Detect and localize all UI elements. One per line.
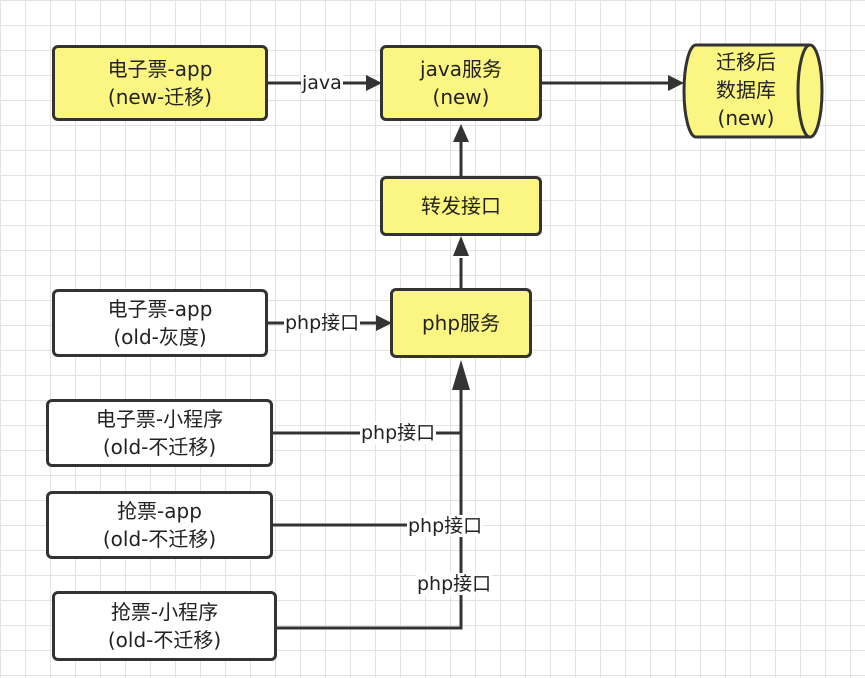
node-ticket-miniprogram-line1: 电子票-小程序 [95,407,224,431]
node-forward-api[interactable]: 转发接口 [380,176,542,236]
node-forward-api-line1: 转发接口 [421,194,501,218]
node-grab-app-line2: (old-不迁移) [102,527,217,551]
node-grab-miniprogram[interactable]: 抢票-小程序 (old-不迁移) [52,591,277,661]
edge-label-java: java [301,72,343,94]
arrowhead-trunk [452,360,470,390]
edge-label-grab-app-php: php接口 [407,515,484,537]
node-app-old[interactable]: 电子票-app (old-灰度) [52,289,268,357]
edge-label-miniprogram-php: php接口 [360,422,437,444]
arrowhead-php-service [376,315,392,331]
node-grab-miniprogram-line2: (old-不迁移) [107,628,222,652]
node-grab-app[interactable]: 抢票-app (old-不迁移) [46,491,273,559]
node-grab-app-line1: 抢票-app [117,499,202,523]
node-ticket-miniprogram[interactable]: 电子票-小程序 (old-不迁移) [46,399,273,467]
arrowhead-php-to-forward [453,236,469,256]
node-database[interactable]: 迁移后 数据库 (new) [682,48,810,132]
node-java-service-line2: (new) [432,85,490,109]
arrowhead-java [366,75,382,91]
edge-grab-miniprogram-to-php [277,390,463,630]
node-grab-miniprogram-line1: 抢票-小程序 [110,600,219,624]
node-database-line2: 数据库 [716,78,776,102]
arrowhead-forward-to-java [453,124,469,142]
node-app-old-line1: 电子票-app [107,297,213,321]
node-app-new-line1: 电子票-app [107,57,213,81]
node-ticket-miniprogram-line2: (old-不迁移) [102,435,217,459]
node-database-line1: 迁移后 [716,50,776,74]
edge-label-app-old-php: php接口 [284,312,361,334]
node-php-service[interactable]: php服务 [390,288,532,358]
node-java-service-line1: java服务 [420,57,502,81]
node-php-service-line1: php服务 [421,311,501,335]
node-database-line3: (new) [717,106,775,130]
arrowhead-database [668,75,684,91]
node-java-service[interactable]: java服务 (new) [380,45,542,121]
edge-label-grab-miniprogram-php: php接口 [416,573,493,595]
database-cylinder-shape [682,43,824,139]
node-app-new[interactable]: 电子票-app (new-迁移) [52,45,268,121]
node-app-old-line2: (old-灰度) [113,325,207,349]
node-app-new-line2: (new-迁移) [107,85,213,109]
